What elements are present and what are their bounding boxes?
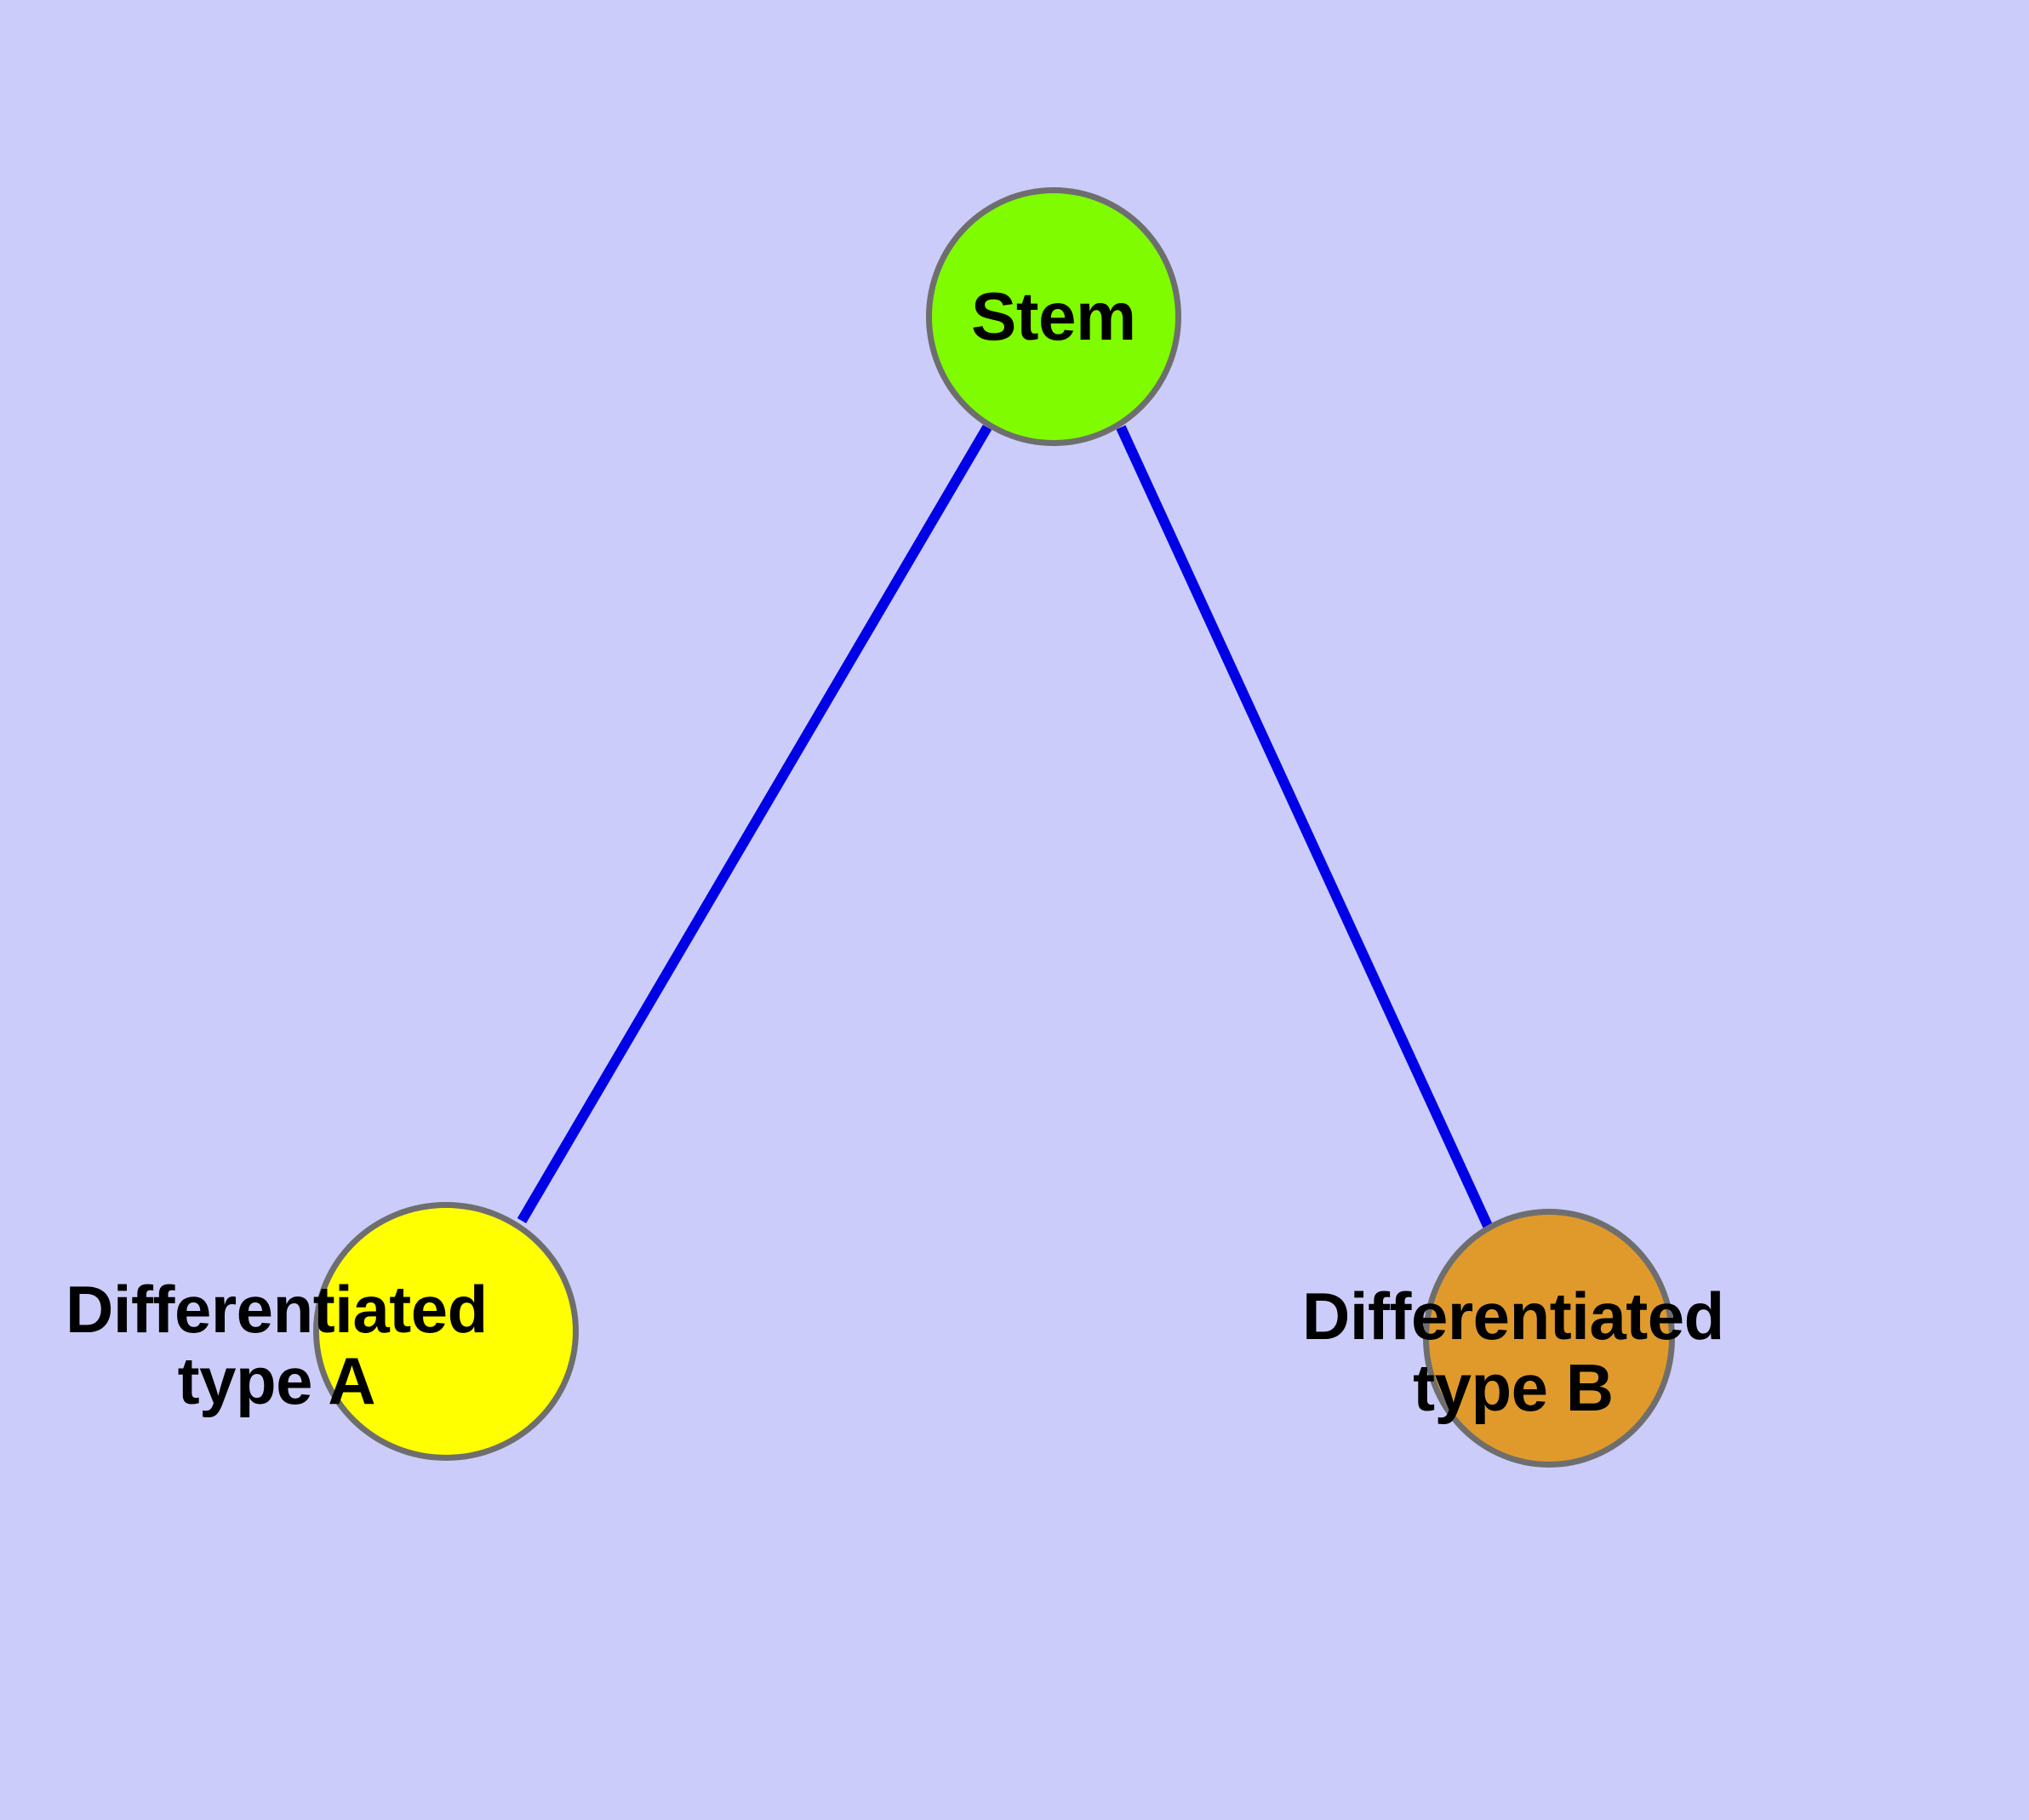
node-label-stem: Stem: [971, 278, 1136, 354]
node-differentiated-type-a[interactable]: [313, 1202, 579, 1461]
edge-stem-to-differentiated-type-a[interactable]: [517, 424, 992, 1224]
node-label-differentiated-type-b: Differentiated type B: [1302, 1279, 1724, 1426]
node-label-differentiated-type-a: Differentiated type A: [66, 1272, 488, 1419]
node-differentiated-type-b[interactable]: [1423, 1209, 1675, 1468]
edge-stem-to-differentiated-type-b[interactable]: [1116, 425, 1493, 1228]
node-stem[interactable]: [926, 187, 1181, 446]
